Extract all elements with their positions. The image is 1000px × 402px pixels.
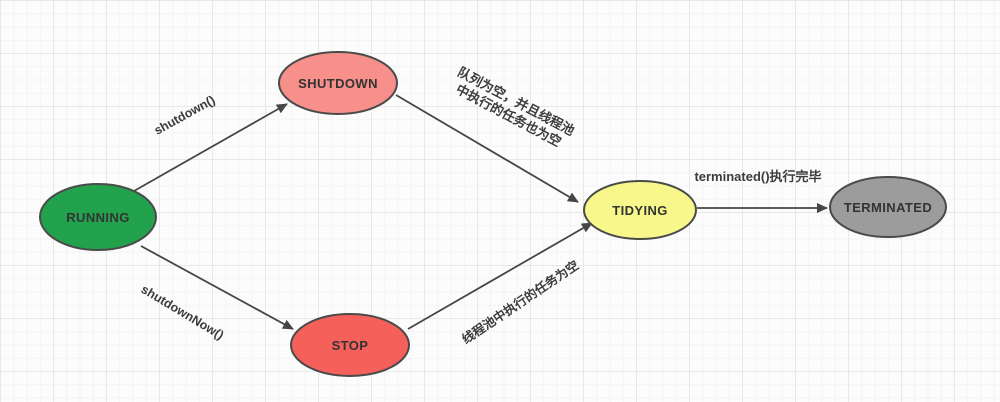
state-stop[interactable]: STOP xyxy=(290,313,410,377)
tidying-ellipse[interactable] xyxy=(583,180,697,240)
stop-label: STOP xyxy=(332,338,369,353)
tidying-label: TIDYING xyxy=(612,203,668,218)
edge-label-terminated-done[interactable]: terminated()执行完毕 xyxy=(694,168,822,184)
state-shutdown[interactable]: SHUTDOWN xyxy=(278,51,398,115)
arrow-stop-to-tidying[interactable] xyxy=(407,222,593,330)
running-label: RUNNING xyxy=(66,210,129,225)
arrow-running-to-stop[interactable] xyxy=(140,245,294,330)
state-running[interactable]: RUNNING xyxy=(39,183,157,251)
shutdown-label: SHUTDOWN xyxy=(298,76,378,91)
stop-ellipse[interactable] xyxy=(290,313,410,377)
terminated-label: TERMINATED xyxy=(844,200,932,215)
arrow-shutdown-to-tidying[interactable] xyxy=(395,94,579,203)
state-tidying[interactable]: TIDYING xyxy=(583,180,697,240)
shutdown-ellipse[interactable] xyxy=(278,51,398,115)
arrow-running-to-shutdown[interactable] xyxy=(133,103,288,192)
terminated-ellipse[interactable] xyxy=(829,176,947,238)
state-terminated[interactable]: TERMINATED xyxy=(829,176,947,238)
running-ellipse[interactable] xyxy=(39,183,157,251)
